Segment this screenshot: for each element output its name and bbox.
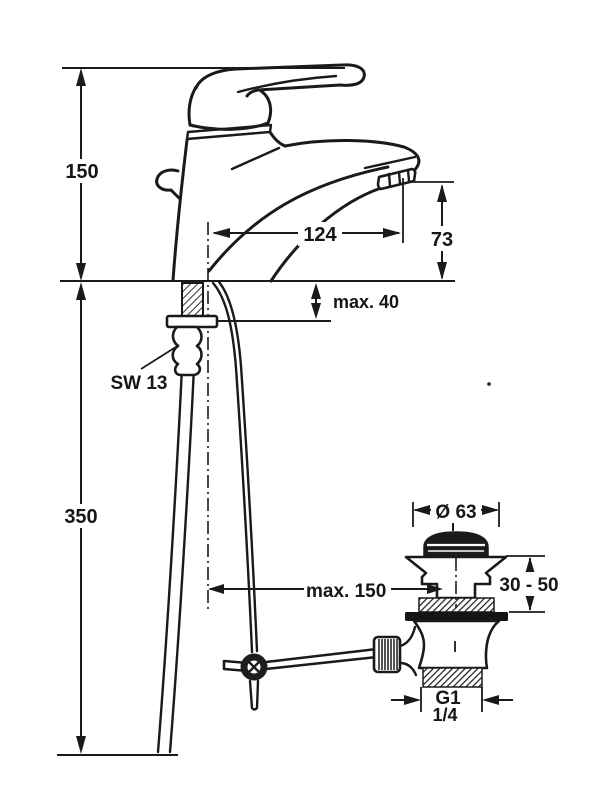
spout-top (283, 138, 421, 174)
spout-tip-line (363, 155, 417, 170)
spout-inner-sweep (207, 165, 390, 273)
handle-cap-left (187, 85, 198, 127)
label-sw13: SW 13 (110, 344, 180, 394)
lift-rod-knob (155, 168, 181, 200)
cross-joint (222, 653, 268, 681)
dimension-dia-63: Ø 63 (412, 500, 500, 527)
dim-73-label: 73 (431, 229, 453, 251)
pop-up-rod (211, 280, 260, 711)
dim-3050-label: 30 - 50 (499, 575, 558, 596)
valve-thread-bottom (422, 667, 483, 688)
mounting-shank (165, 282, 219, 377)
valve-body (412, 619, 501, 670)
lever-handle (194, 63, 366, 98)
knurled-coupler (372, 635, 402, 674)
dimension-30-50: 30 - 50 (496, 555, 562, 613)
dimension-max-150: max. 150 (208, 581, 443, 602)
dim-350-label: 350 (64, 506, 97, 528)
body-left-edge (171, 138, 189, 282)
dimension-350: 350 (60, 282, 102, 754)
dimension-g1-14: G1 1/4 (391, 687, 513, 725)
dimension-124: 124 (212, 178, 404, 246)
threaded-shank (181, 282, 204, 317)
dim-max150-label: max. 150 (306, 581, 386, 602)
mounting-washer (165, 314, 219, 329)
body-detail-line (230, 146, 281, 171)
dim-14-label: 1/4 (432, 705, 457, 725)
dimension-73: 73 (409, 181, 459, 280)
mounting-nut-sw13 (171, 325, 203, 377)
dim-max40-label: max. 40 (333, 292, 399, 312)
drain-valve (404, 523, 508, 688)
faucet-body (155, 63, 421, 283)
cartridge-ring (185, 123, 273, 141)
horizontal-rod (264, 625, 418, 677)
dim-150-label: 150 (65, 161, 98, 183)
dim-dia63-label: Ø 63 (435, 502, 476, 523)
aerator (376, 167, 417, 191)
body-right-edge (268, 130, 287, 148)
handle-cap-right (259, 89, 273, 125)
dim-124-label: 124 (303, 224, 337, 246)
dimension-max-40: max. 40 (311, 283, 399, 319)
scan-speck (487, 382, 491, 386)
dimension-150: 150 (61, 68, 103, 281)
handle-crease (236, 74, 338, 94)
valve-flange-bar (405, 612, 508, 621)
dim-g1-label: G1 (435, 688, 461, 709)
sw13-label: SW 13 (110, 373, 167, 394)
coupler-neck (398, 625, 418, 677)
